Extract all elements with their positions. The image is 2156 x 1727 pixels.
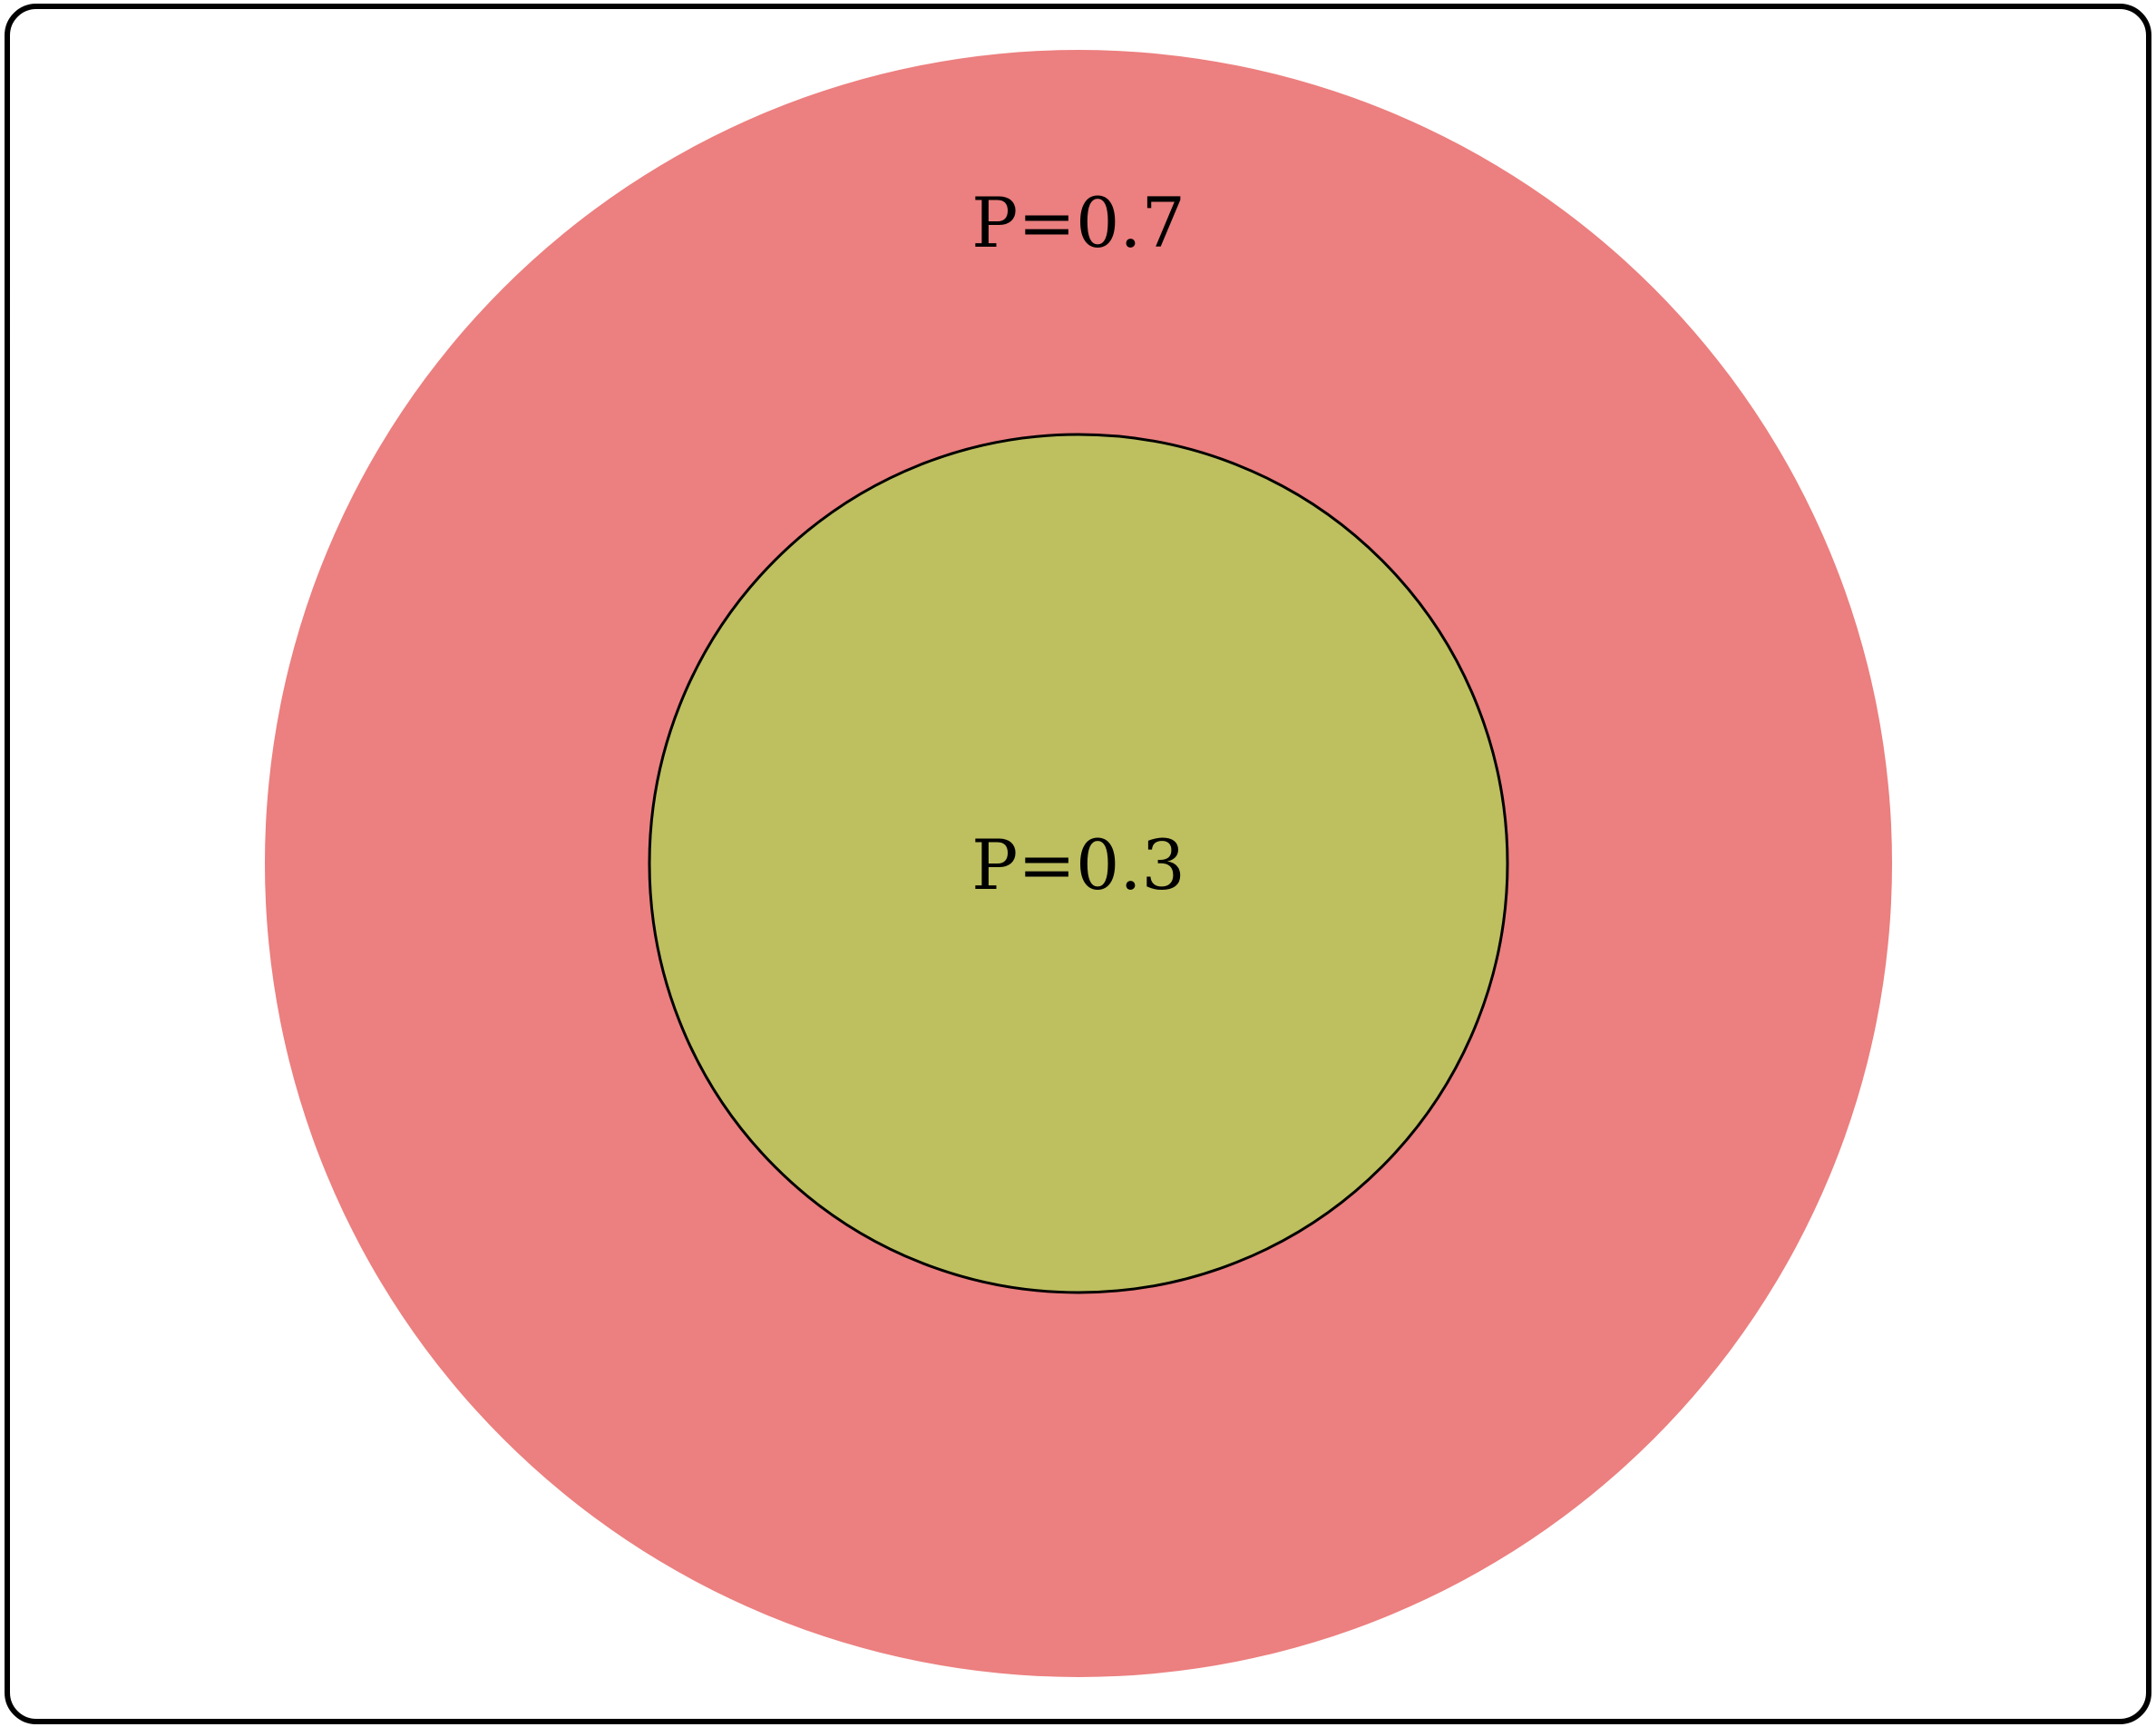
inner-region-label: P=0.3: [971, 824, 1185, 905]
inner-region-circle: [648, 433, 1509, 1294]
outer-region-label: P=0.7: [971, 182, 1185, 263]
